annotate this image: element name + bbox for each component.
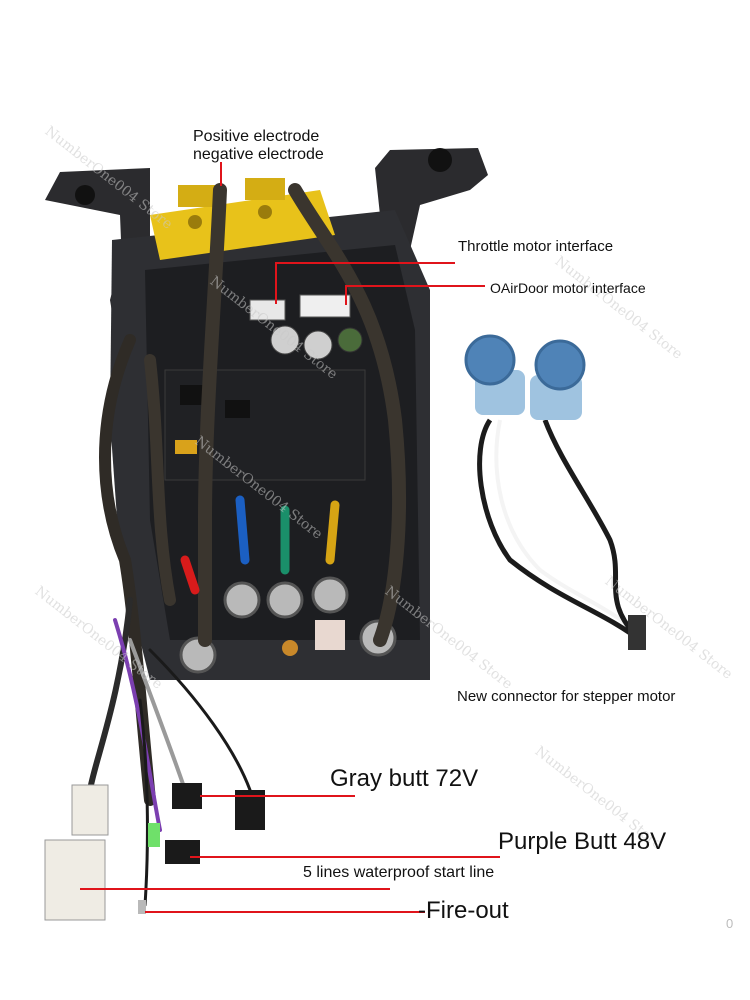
harness-wires xyxy=(87,597,252,907)
fuse xyxy=(175,440,197,454)
yellow-tab xyxy=(245,178,285,200)
capacitor xyxy=(270,325,300,355)
air-door-motor-label: OAirDoor motor interface xyxy=(490,280,646,296)
bracket-hole xyxy=(75,185,95,205)
throttle-motor-label: Throttle motor interface xyxy=(458,238,614,255)
throttle-connector xyxy=(249,299,286,321)
pointer-line xyxy=(275,262,277,304)
chip xyxy=(225,400,250,418)
positive-electrode-label: Positive electrode xyxy=(193,128,320,145)
fire-out-label: -Fire-out xyxy=(418,897,509,924)
pointer-line xyxy=(220,162,222,186)
waterproof-start-label: 5 lines waterproof start line xyxy=(303,864,495,881)
yellow-tab xyxy=(178,185,218,207)
terminal-studs xyxy=(179,576,397,674)
terminal-screw xyxy=(258,205,272,219)
terminal-screw xyxy=(188,215,202,229)
pointer-line xyxy=(200,795,355,797)
pointer-line xyxy=(190,856,500,858)
gray-butt-label: Gray butt 72V xyxy=(330,765,479,792)
capacitor xyxy=(337,327,363,353)
pointer-line xyxy=(345,285,347,305)
airdoor-connector xyxy=(299,294,351,318)
pointer-line xyxy=(145,911,425,913)
left-bracket xyxy=(45,168,150,340)
bracket-hole xyxy=(428,148,452,172)
pointer-line xyxy=(80,888,390,890)
capacitor xyxy=(303,330,333,360)
yellow-terminal-block xyxy=(150,190,335,260)
negative-electrode-label: negative electrode xyxy=(193,146,324,163)
pointer-line xyxy=(275,262,455,264)
stepper-motor-assembly xyxy=(464,334,646,650)
page-number: 0 xyxy=(726,916,734,931)
purple-butt-label: Purple Butt 48V xyxy=(498,828,667,855)
pointer-line xyxy=(345,285,485,287)
stepper-connector-label: New connector for stepper motor xyxy=(457,688,676,705)
